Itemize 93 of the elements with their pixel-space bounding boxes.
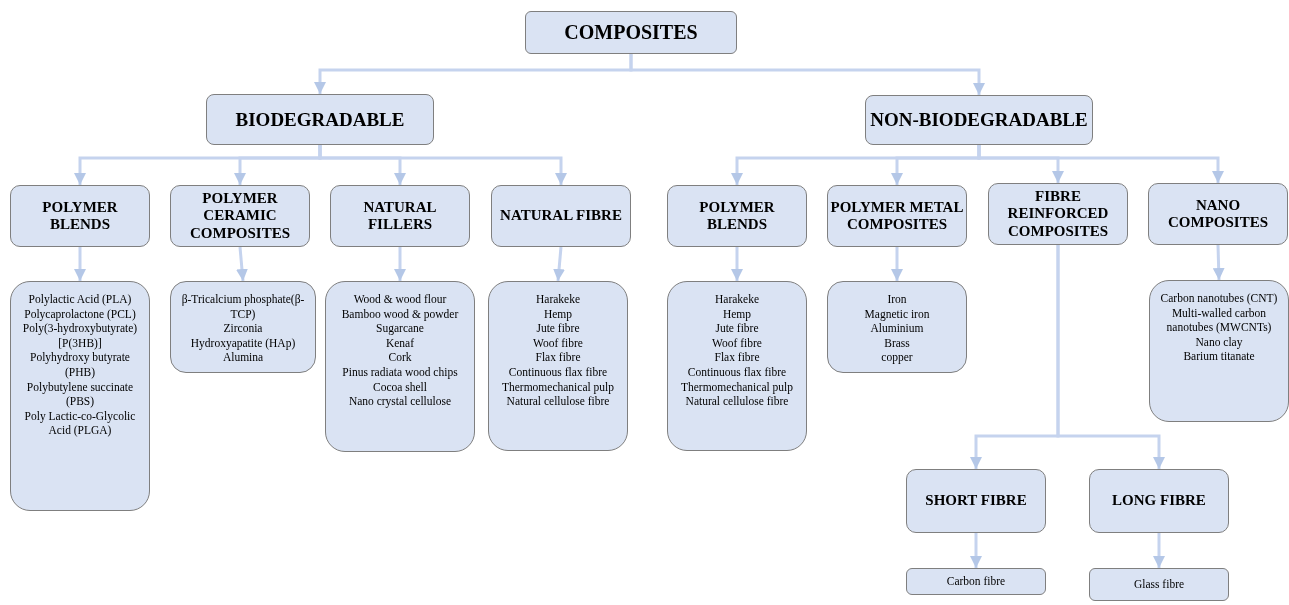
category-title: SHORT FIBRE [925, 492, 1027, 510]
category-title: POLYMER BLENDS [698, 198, 776, 234]
connector-arrow [235, 246, 248, 282]
category-box [170, 185, 310, 247]
category-title: POLYMER CERAMIC COMPOSITES [189, 190, 291, 242]
connector-arrow [731, 247, 743, 281]
material-name: Continuous flax fibre [508, 364, 608, 380]
material-name: Nano crystal cellulose [348, 394, 452, 409]
category-box [330, 185, 470, 247]
material-list-box [667, 281, 807, 451]
material-name: Cork [388, 350, 412, 365]
connector-arrow [970, 533, 982, 568]
material-name: Hemp [543, 306, 573, 322]
material-name: Natural cellulose fibre [506, 394, 610, 409]
material-name: Iron [887, 292, 907, 307]
category-box [1148, 183, 1288, 245]
material-name: Continuous flax fibre [687, 364, 787, 380]
material-list-box [1149, 280, 1289, 422]
category-box [10, 185, 150, 247]
material-name: Wood & wood flour [353, 292, 447, 307]
material-list-box [827, 281, 967, 373]
category-title: NANO COMPOSITES [1167, 196, 1269, 232]
category-box [988, 183, 1128, 245]
material-name: Magnetic iron [864, 306, 930, 322]
category-box [525, 11, 737, 54]
material-name: Brass [884, 335, 910, 351]
connector-arrow [74, 247, 86, 281]
material-name: Hydroxyapatite (HAp) [190, 335, 296, 351]
material-name: Jute fibre [715, 321, 759, 336]
material-name: Hemp [722, 306, 752, 322]
category-box [906, 469, 1046, 533]
material-name: Sugarcane [376, 321, 424, 336]
material-name: Polybutylene succinate (PBS) [25, 379, 135, 409]
category-box [865, 95, 1093, 145]
material-name: Polylactic Acid (PLA) [28, 292, 132, 307]
material-list-box [488, 281, 628, 451]
category-box [1089, 469, 1229, 533]
connector-arrow [977, 145, 1224, 183]
material-name: Carbon fibre [946, 574, 1006, 589]
material-box [906, 568, 1046, 595]
material-name: Poly Lactic-co-Glycolic Acid (PLGA) [23, 408, 137, 438]
material-name: Cocoa shell [373, 379, 427, 395]
category-title: POLYMER BLENDS [41, 198, 119, 234]
material-name: Pinus radiata wood chips [342, 364, 458, 380]
category-title: POLYMER METAL COMPOSITES [829, 198, 965, 234]
connector-arrow [891, 247, 903, 281]
material-name: Carbon nanotubes (CNT) [1160, 291, 1278, 306]
category-title: NATURAL FILLERS [362, 198, 438, 234]
connector-arrow [553, 246, 566, 282]
material-name: Nano clay [1195, 334, 1243, 350]
connector-arrow [394, 247, 406, 281]
material-name: Woof fibre [533, 335, 583, 351]
material-name: Glass fibre [1133, 577, 1185, 592]
material-name: Woof fibre [712, 335, 762, 351]
category-title: NON-BIODEGRADABLE [870, 109, 1088, 131]
category-box [827, 185, 967, 247]
material-name: Flax fibre [714, 350, 760, 365]
material-list-box [170, 281, 316, 373]
connector-arrow [1153, 533, 1165, 568]
material-name: Harakeke [714, 292, 760, 307]
material-name: Polyhydroxy butyrate (PHB) [29, 350, 131, 380]
material-name: Multi-walled carbon nanotubes (MWCNTs) [1165, 305, 1273, 335]
material-name: copper [881, 350, 913, 365]
material-name: Harakeke [535, 292, 581, 307]
material-name: Thermomechanical pulp [680, 379, 794, 395]
connector-arrow [1212, 244, 1225, 281]
category-title: LONG FIBRE [1112, 492, 1206, 510]
category-box [206, 94, 434, 145]
category-title: COMPOSITES [564, 21, 698, 44]
material-name: Zirconia [223, 321, 263, 336]
connector-arrow [629, 54, 985, 95]
category-box [667, 185, 807, 247]
material-name: β-Tricalcium phosphate(β-TCP) [180, 292, 306, 322]
material-name: Barium titanate [1183, 349, 1255, 364]
category-title: BIODEGRADABLE [235, 108, 405, 131]
connector-arrow [1056, 245, 1165, 469]
category-box [491, 185, 631, 247]
material-list-box [325, 281, 475, 452]
connector-arrow [318, 145, 567, 185]
material-name: Thermomechanical pulp [501, 379, 615, 395]
material-name: Poly(3-hydroxybutyrate) [P(3HB)] [21, 321, 139, 351]
material-name: Kenaf [385, 335, 415, 351]
category-title: NATURAL FIBRE [500, 207, 622, 225]
material-name: Jute fibre [536, 321, 580, 336]
material-name: Bamboo wood & powder [341, 306, 459, 322]
material-name: Alumina [222, 350, 264, 365]
material-name: Aluminium [870, 321, 924, 336]
material-name: Flax fibre [535, 350, 581, 365]
material-name: Natural cellulose fibre [685, 394, 789, 409]
material-name: Polycaprolactone (PCL) [24, 306, 136, 322]
material-box [1089, 568, 1229, 601]
category-title: FIBRE REINFORCED COMPOSITES [1006, 188, 1110, 240]
material-list-box [10, 281, 150, 511]
